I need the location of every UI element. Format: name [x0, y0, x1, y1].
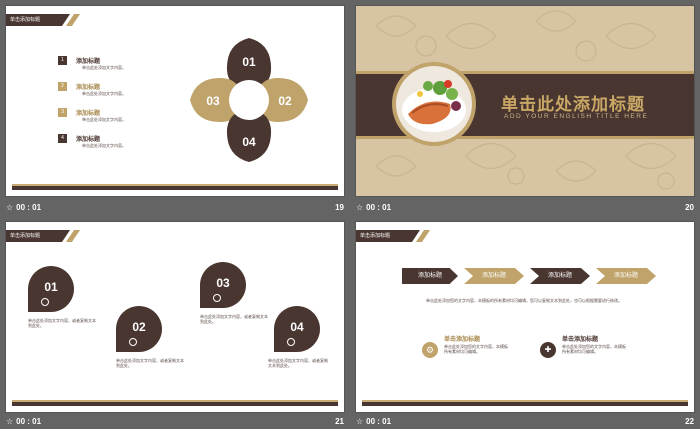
slide-time: 00 : 01: [16, 416, 42, 426]
step-item-04: 04 单击此处添加文字内容，或者复制文本到此处。: [268, 306, 328, 368]
number-badge: 1: [58, 56, 67, 65]
star-icon[interactable]: ☆: [356, 416, 364, 426]
slide-bottom-bar: [12, 400, 338, 406]
slide-number: 19: [335, 202, 344, 212]
list-item: 2 添加标题 单击此处添加文字内容。: [58, 80, 178, 106]
step-desc: 单击此处添加文字内容，或者复制文本到此处。: [268, 358, 328, 368]
step-item-01: 01 单击此处添加文字内容，或者复制文本到此处。: [28, 266, 96, 328]
slide-tag: 单击添加标题: [6, 14, 81, 26]
topic-list: 1 添加标题 单击此处添加文字内容。 2 添加标题 单击此处添加文字内容。 3 …: [58, 54, 178, 158]
petal-label-03: 03: [206, 94, 220, 108]
list-item: 1 添加标题 单击此处添加文字内容。: [58, 54, 178, 80]
petal-left: [190, 77, 244, 123]
step-badge: 01: [28, 266, 74, 312]
slide-20[interactable]: 单击此处添加标题 ADD YOUR ENGLISH TITLE HERE: [356, 6, 694, 196]
main-title: 单击此处添加标题: [501, 95, 645, 115]
chevron-step[interactable]: 添加标题: [464, 268, 524, 284]
slide-21[interactable]: 单击添加标题 01 单击此处添加文字内容，或者复制文本到此处。 02 单击此处添…: [6, 222, 344, 412]
star-icon[interactable]: ☆: [6, 416, 14, 426]
list-item-title: 添加标题: [76, 59, 101, 65]
list-item-desc: 单击此处添加文字内容。: [82, 143, 126, 148]
slide-19[interactable]: 单击添加标题 1 添加标题 单击此处添加文字内容。 2 添加标题 单击此处添加文…: [6, 6, 344, 196]
petal-bottom: [226, 108, 272, 162]
slide-number: 21: [335, 416, 344, 426]
step-desc: 单击此处添加文字内容，或者复制文本到此处。: [116, 358, 184, 368]
step-item-02: 02 单击此处添加文字内容，或者复制文本到此处。: [116, 306, 184, 368]
main-subtitle: ADD YOUR ENGLISH TITLE HERE: [504, 113, 649, 120]
food-photo: [392, 62, 476, 146]
petal-diagram: 01 02 03 04: [190, 38, 308, 162]
star-icon[interactable]: ☆: [6, 202, 14, 212]
step-badge: 02: [116, 306, 162, 352]
list-item: 3 添加标题 单击此处添加文字内容。: [58, 106, 178, 132]
petal-top: [226, 38, 272, 92]
slide-bottom-bar: [362, 400, 688, 406]
gamepad-icon: ✚: [540, 342, 556, 358]
damask-pattern: [375, 10, 677, 190]
slide-tag: 单击添加标题: [6, 230, 81, 242]
feature-title: 单击添加标题: [562, 337, 599, 343]
slide-22[interactable]: 单击添加标题 添加标题 添加标题 添加标题 添加标题 单击此处添加您的文字内容，…: [356, 222, 694, 412]
petal-label-01: 01: [242, 55, 256, 69]
step-desc: 单击此处添加文字内容，或者复制文本到此处。: [28, 318, 96, 328]
petal-right: [254, 77, 308, 123]
slide-number: 20: [685, 202, 694, 212]
step-item-03: 03 单击此处添加文字内容，或者复制文本到此处。: [200, 262, 268, 324]
step-badge: 03: [200, 262, 246, 308]
list-item-desc: 单击此处添加文字内容。: [82, 65, 126, 70]
number-badge: 4: [58, 134, 67, 143]
slide-21-footer: ☆00 : 01 21: [6, 414, 344, 428]
step-desc: 单击此处添加文字内容，或者复制文本到此处。: [200, 314, 268, 324]
list-item-title: 添加标题: [76, 111, 101, 117]
number-badge: 2: [58, 82, 67, 91]
number-badge: 3: [58, 108, 67, 117]
intro-paragraph: 单击此处添加您的文字内容，本模板的所有素材均可编辑，您可以复制文本到此处，也可以…: [426, 298, 622, 303]
slide-number: 22: [685, 416, 694, 426]
petal-label-02: 02: [278, 94, 292, 108]
chevron-step[interactable]: 添加标题: [530, 268, 590, 284]
slide-time: 00 : 01: [16, 202, 42, 212]
petal-label-04: 04: [242, 135, 256, 149]
gear-icon: ⚙: [422, 342, 438, 358]
slide-time: 00 : 01: [366, 202, 392, 212]
list-item-title: 添加标题: [76, 85, 101, 91]
list-item: 4 添加标题 单击此处添加文字内容。: [58, 132, 178, 158]
feature-desc: 单击此处添加您的文字内容，本模板所有素材均可编辑。: [444, 344, 508, 354]
slide-bottom-bar: [12, 184, 338, 190]
list-item-title: 添加标题: [76, 137, 101, 143]
slide-19-footer: ☆00 : 01 19: [6, 200, 344, 214]
slide-20-footer: ☆00 : 01 20: [356, 200, 694, 214]
feature-desc: 单击此处添加您的文字内容，本模板所有素材均可编辑。: [562, 344, 626, 354]
step-badge: 04: [274, 306, 320, 352]
slide-time: 00 : 01: [366, 416, 392, 426]
list-item-desc: 单击此处添加文字内容。: [82, 91, 126, 96]
slide-22-footer: ☆00 : 01 22: [356, 414, 694, 428]
chevron-row: 添加标题 添加标题 添加标题 添加标题: [402, 268, 656, 284]
chevron-step[interactable]: 添加标题: [596, 268, 656, 284]
list-item-desc: 单击此处添加文字内容。: [82, 117, 126, 122]
chevron-step[interactable]: 添加标题: [402, 268, 458, 284]
star-icon[interactable]: ☆: [356, 202, 364, 212]
slide-tag: 单击添加标题: [356, 230, 431, 242]
feature-title: 单击添加标题: [444, 337, 481, 343]
